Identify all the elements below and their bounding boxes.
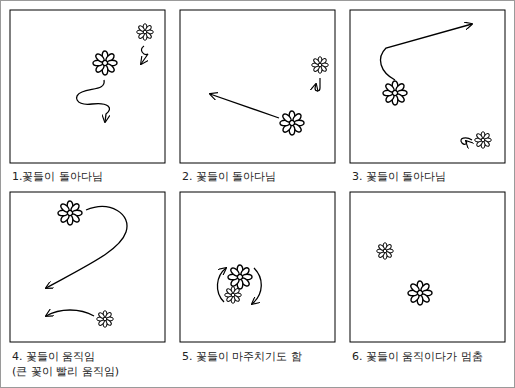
panel-3 — [350, 10, 505, 163]
big-flower — [408, 281, 432, 305]
movement-arrow — [77, 80, 110, 122]
big-flower — [280, 111, 304, 135]
small-flower — [312, 57, 329, 74]
movement-arrow — [141, 46, 148, 64]
movement-arrow — [46, 207, 127, 288]
panel-caption: 4. 꽃들이 움직임 — [12, 350, 96, 364]
small-flower — [137, 24, 154, 41]
panel-frame — [10, 10, 165, 163]
panel-1 — [10, 10, 165, 163]
panel-frame — [350, 10, 505, 163]
big-flower — [383, 81, 407, 105]
movement-arrow — [217, 268, 226, 302]
small-flower — [97, 311, 114, 328]
panel-frame — [10, 192, 165, 342]
movement-arrow — [210, 94, 279, 118]
panel-4 — [10, 192, 165, 342]
big-flower — [93, 51, 117, 75]
panel-caption: 2. 꽃들이 돌아다님 — [182, 170, 277, 184]
movement-arrow — [461, 138, 472, 144]
small-flower — [225, 287, 242, 304]
small-flower — [377, 243, 394, 260]
panel-5 — [180, 192, 335, 342]
movement-arrow — [380, 24, 472, 80]
panel-caption: 6. 꽃들이 움직이다가 멈춤 — [352, 350, 483, 364]
panel-2 — [180, 10, 335, 163]
big-flower — [58, 201, 82, 225]
movement-arrow — [46, 310, 94, 316]
panel-caption: (큰 꽃이 빨리 움직임) — [12, 365, 119, 379]
big-flower — [228, 265, 252, 289]
panel-frame — [350, 192, 505, 342]
movement-arrow — [315, 78, 320, 91]
movement-arrow — [252, 268, 261, 304]
panel-caption: 5. 꽃들이 마주치기도 함 — [182, 350, 302, 364]
panel-frame — [180, 192, 335, 342]
panel-caption: 1.꽃들이 돌아다님 — [12, 170, 103, 184]
panel-frame — [180, 10, 335, 163]
panel-6 — [350, 192, 505, 342]
panel-caption: 3. 꽃들이 돌아다님 — [352, 170, 447, 184]
small-flower — [475, 132, 492, 149]
